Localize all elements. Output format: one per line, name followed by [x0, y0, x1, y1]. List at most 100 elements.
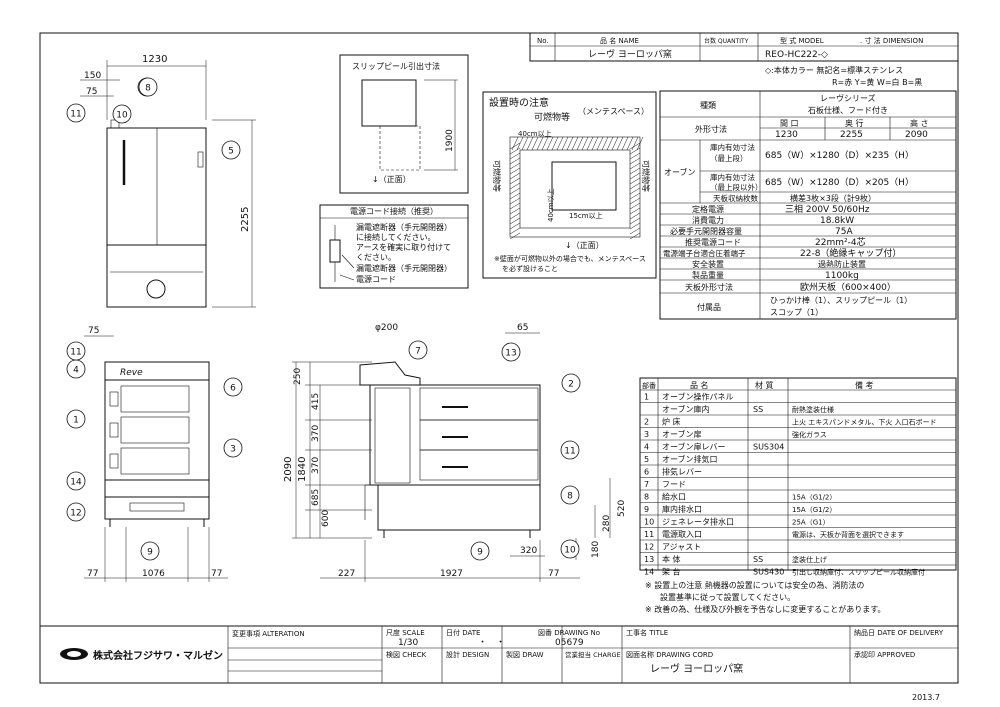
callout-circle	[223, 377, 243, 397]
wall-hatch	[611, 136, 619, 151]
parts-row-material: SUS430	[753, 568, 784, 577]
parts-row-no: 13	[644, 555, 654, 564]
parts-row-name: 電源取入口	[662, 530, 702, 539]
wall-hatch	[536, 136, 544, 151]
model-value: REO-HC222-◇	[765, 50, 828, 60]
spec-outer-label: 外形寸法	[695, 124, 727, 134]
wall-hatch	[606, 136, 614, 151]
parts-row-no: 2	[644, 418, 649, 427]
callout-circle	[470, 541, 490, 561]
wall-hatch	[509, 192, 521, 200]
alteration-label: 変更事項 ALTERATION	[232, 629, 305, 638]
callout-number: 8	[145, 84, 151, 94]
breaker-text-2: に接続してください。	[356, 232, 436, 242]
wall-hatch	[629, 147, 641, 155]
parts-header-no: 部番	[642, 381, 656, 390]
wall-hatch	[541, 136, 549, 151]
wall-hatch	[509, 172, 521, 180]
spec-inner-other-label-1: 庫内有効寸法	[710, 172, 755, 182]
wall-hatch	[626, 136, 634, 151]
callout-number: 1	[73, 416, 79, 426]
note-1b: 設置基準に従って設置してください。	[660, 592, 795, 602]
callout-number: 3	[230, 445, 236, 455]
wall-hatch	[509, 202, 521, 210]
wall-hatch	[509, 207, 521, 215]
dimension-label: . 寸 法 DIMENSION	[860, 36, 923, 45]
power-box-title: 電源コード接続（推奨）	[350, 206, 438, 216]
spec-acc-value-2: スコップ（1）	[770, 308, 823, 317]
callout-number: 2	[568, 380, 574, 390]
front2-dim-75: 75	[88, 326, 99, 336]
side-dim-1927: 1927	[440, 569, 463, 579]
wall-hatch	[531, 136, 539, 151]
front2-logo: Reve	[120, 368, 143, 378]
scale-value: 1/30	[398, 638, 418, 648]
callout-circle	[560, 440, 580, 460]
callout-number: 13	[505, 349, 516, 359]
callout-circle	[501, 342, 521, 362]
qty-label: 台数 QUANTITY	[704, 37, 749, 45]
spec-cord-value: 22mm²-4芯	[815, 236, 866, 248]
callout-circle	[138, 77, 158, 97]
approved-label: 承認印 APPROVED	[854, 650, 915, 659]
parts-row-name: オーブン庫内	[662, 404, 710, 414]
wall-hatch	[509, 232, 521, 240]
spec-outer-w: 1230	[775, 130, 798, 140]
spec-kind-value-1: レーヴシリーズ	[820, 93, 876, 103]
wall-hatch	[566, 136, 574, 151]
parts-row-name: ジェネレータ排水口	[662, 517, 734, 527]
side-dim-280: 280	[602, 515, 612, 532]
wall-hatch	[629, 157, 641, 165]
parts-row-note: 25A（G1）	[792, 519, 830, 527]
company-name: 株式会社フジサワ・マルゼン	[93, 649, 223, 662]
wall-hatch	[629, 212, 641, 220]
spec-weight-label: 製品重量	[692, 270, 724, 280]
earth-text-2: ください。	[356, 253, 396, 262]
parts-row-name: オーブン扉レバー	[662, 442, 726, 452]
drawing-no-label: 図番 DRAWING No	[538, 629, 600, 637]
callout-circle	[223, 438, 243, 458]
callout-number: 6	[230, 384, 236, 394]
label-cord: 電源コード	[356, 275, 396, 284]
wall-hatch	[629, 187, 641, 195]
side-dim-685: 685	[311, 489, 321, 506]
wall-hatch	[516, 136, 524, 151]
wall-hatch	[629, 167, 641, 175]
callout-number: 11	[70, 110, 81, 120]
install-dim-40-side: 40cm以上	[546, 188, 555, 222]
parts-row-note: 塗装仕上げ	[792, 555, 827, 564]
parts-row-no: 3	[644, 430, 649, 439]
drawing-no-value: 05679	[555, 638, 584, 648]
parts-row-note: 強化ガラス	[792, 430, 827, 439]
parts-row-note: 上火 エキスパンドメタル、下火 入口石ボード	[792, 418, 937, 427]
side-dim-600: 600	[321, 510, 331, 527]
callout-number: 9	[147, 548, 153, 558]
callout-number: 11	[70, 348, 81, 358]
scale-label: 尺度 SCALE	[386, 628, 425, 637]
wall-hatch	[509, 167, 521, 175]
callout-circle	[112, 104, 132, 124]
install-flammable-top: 可燃物等	[534, 111, 570, 123]
wall-hatch	[509, 177, 521, 185]
wall-hatch	[629, 192, 641, 200]
parts-row-name: アジャスト	[662, 543, 701, 552]
side-dim-370b: 370	[311, 457, 321, 474]
wall-hatch	[586, 136, 594, 151]
breaker-text-1: 漏電遮断器（手元開閉器）	[356, 222, 452, 232]
spec-tray-label: 天板収納枚数	[713, 193, 758, 203]
parts-row-note: 電源は、天板か背面を選択できます	[792, 530, 904, 539]
wall-hatch	[629, 182, 641, 190]
wall-hatch	[509, 162, 521, 170]
part-callouts: 1234567891011121314889101111	[66, 77, 581, 561]
drawing-cord-value: レーヴ ヨーロッパ窯	[650, 662, 743, 675]
side-dim-2090: 2090	[283, 457, 294, 482]
side-dim-520: 520	[617, 500, 627, 517]
wall-hatch	[509, 227, 521, 235]
spec-inner-top-label-2: （最上段）	[710, 153, 748, 163]
parts-row-no: 10	[644, 518, 654, 527]
wall-hatch	[631, 136, 639, 151]
dim-2255: 2255	[240, 207, 251, 232]
power-cord-box: 電源コード接続（推奨） 漏電遮断器（手元開閉器） に接続してください。 アースを…	[319, 204, 469, 289]
